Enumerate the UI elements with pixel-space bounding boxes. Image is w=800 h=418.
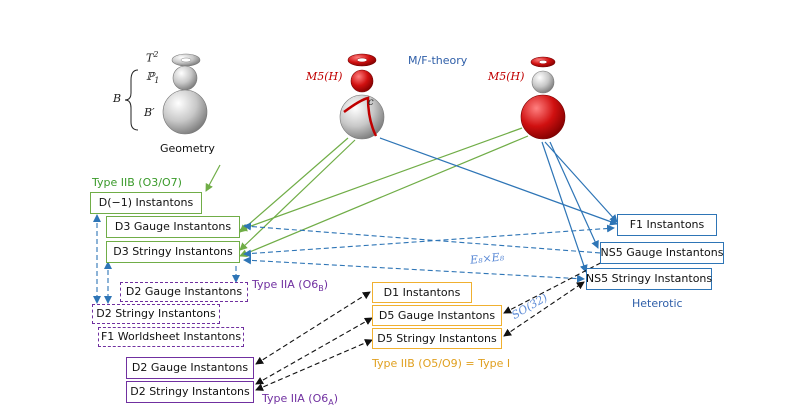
label-t2: T2 <box>146 50 159 65</box>
mf-left-figure <box>339 53 385 140</box>
label-type-iia-o6b: Type IIA (O6B) <box>252 278 329 294</box>
box-d1-instantons: D1 Instantons <box>372 282 472 303</box>
label-bprime: B′ <box>144 106 155 119</box>
brace-icon <box>124 69 139 131</box>
label-p1: ℙ1 <box>146 70 160 86</box>
arrow-mfr-to-d3gauge <box>239 127 523 232</box>
label-geometry: Geometry <box>160 142 215 155</box>
dashed-d2gaugeA-d1 <box>255 291 371 365</box>
box-d5-stringy-instantons: D5 Stringy Instantons <box>372 328 502 349</box>
label-type-iia-o6a: Type IIA (O6A) <box>262 392 339 408</box>
box-d5-gauge-instantons: D5 Gauge Instantons <box>372 305 502 326</box>
dashed-d3stringy-f1 <box>243 224 615 258</box>
dashed-d3gauge-ns5gauge <box>243 222 615 258</box>
curve-c <box>343 96 378 137</box>
box-d-minus1-instantons: D(−1) Instantons <box>90 192 202 214</box>
label-mf-theory: M/F-theory <box>408 54 468 67</box>
label-type-iib-o3o7: Type IIB (O3/O7) <box>92 176 182 189</box>
arrow-mfl-to-f1 <box>379 137 618 226</box>
box-f1-worldsheet-instantons: F1 Worldsheet Instantons <box>98 327 244 347</box>
geometry-figure <box>124 53 208 135</box>
box-d3-stringy-instantons: D3 Stringy Instantons <box>106 241 240 263</box>
box-d2-stringy-instantons-a: D2 Stringy Instantons <box>126 381 254 403</box>
box-d3-gauge-instantons: D3 Gauge Instantons <box>106 216 240 238</box>
label-type-iib-o5o9: Type IIB (O5/O9) = Type I <box>372 357 511 370</box>
mf-right-figure <box>520 56 566 140</box>
box-d2-gauge-instantons-b: D2 Gauge Instantons <box>120 282 248 302</box>
arrow-mfr-to-f1 <box>544 141 618 223</box>
label-heterotic: Heterotic <box>632 297 683 310</box>
p1-sphere <box>172 65 198 91</box>
box-f1-instantons: F1 Instantons <box>617 214 717 236</box>
label-c: c <box>368 97 374 108</box>
box-d2-stringy-instantons-b: D2 Stringy Instantons <box>92 304 220 324</box>
dashed-d5stringy-ns5stringy <box>503 281 585 337</box>
dashed-d2stringyA-d5stringy <box>255 339 373 391</box>
box-d2-gauge-instantons-a: D2 Gauge Instantons <box>126 357 254 379</box>
label-b: B <box>113 92 122 105</box>
box-ns5-gauge-instantons: NS5 Gauge Instantons <box>600 242 724 264</box>
dashed-d3stringy-ns5stringy <box>243 256 585 283</box>
box-ns5-stringy-instantons: NS5 Stringy Instantons <box>586 268 712 290</box>
label-m5h-left: M5(H) <box>306 70 343 83</box>
arrow-mfl-to-d3gauge <box>239 137 349 233</box>
label-m5h-right: M5(H) <box>488 70 525 83</box>
arrow-mfr-to-d3stringy <box>239 135 529 257</box>
arrow-geometry-to-dminus1 <box>205 164 221 192</box>
base-sphere <box>162 89 208 135</box>
